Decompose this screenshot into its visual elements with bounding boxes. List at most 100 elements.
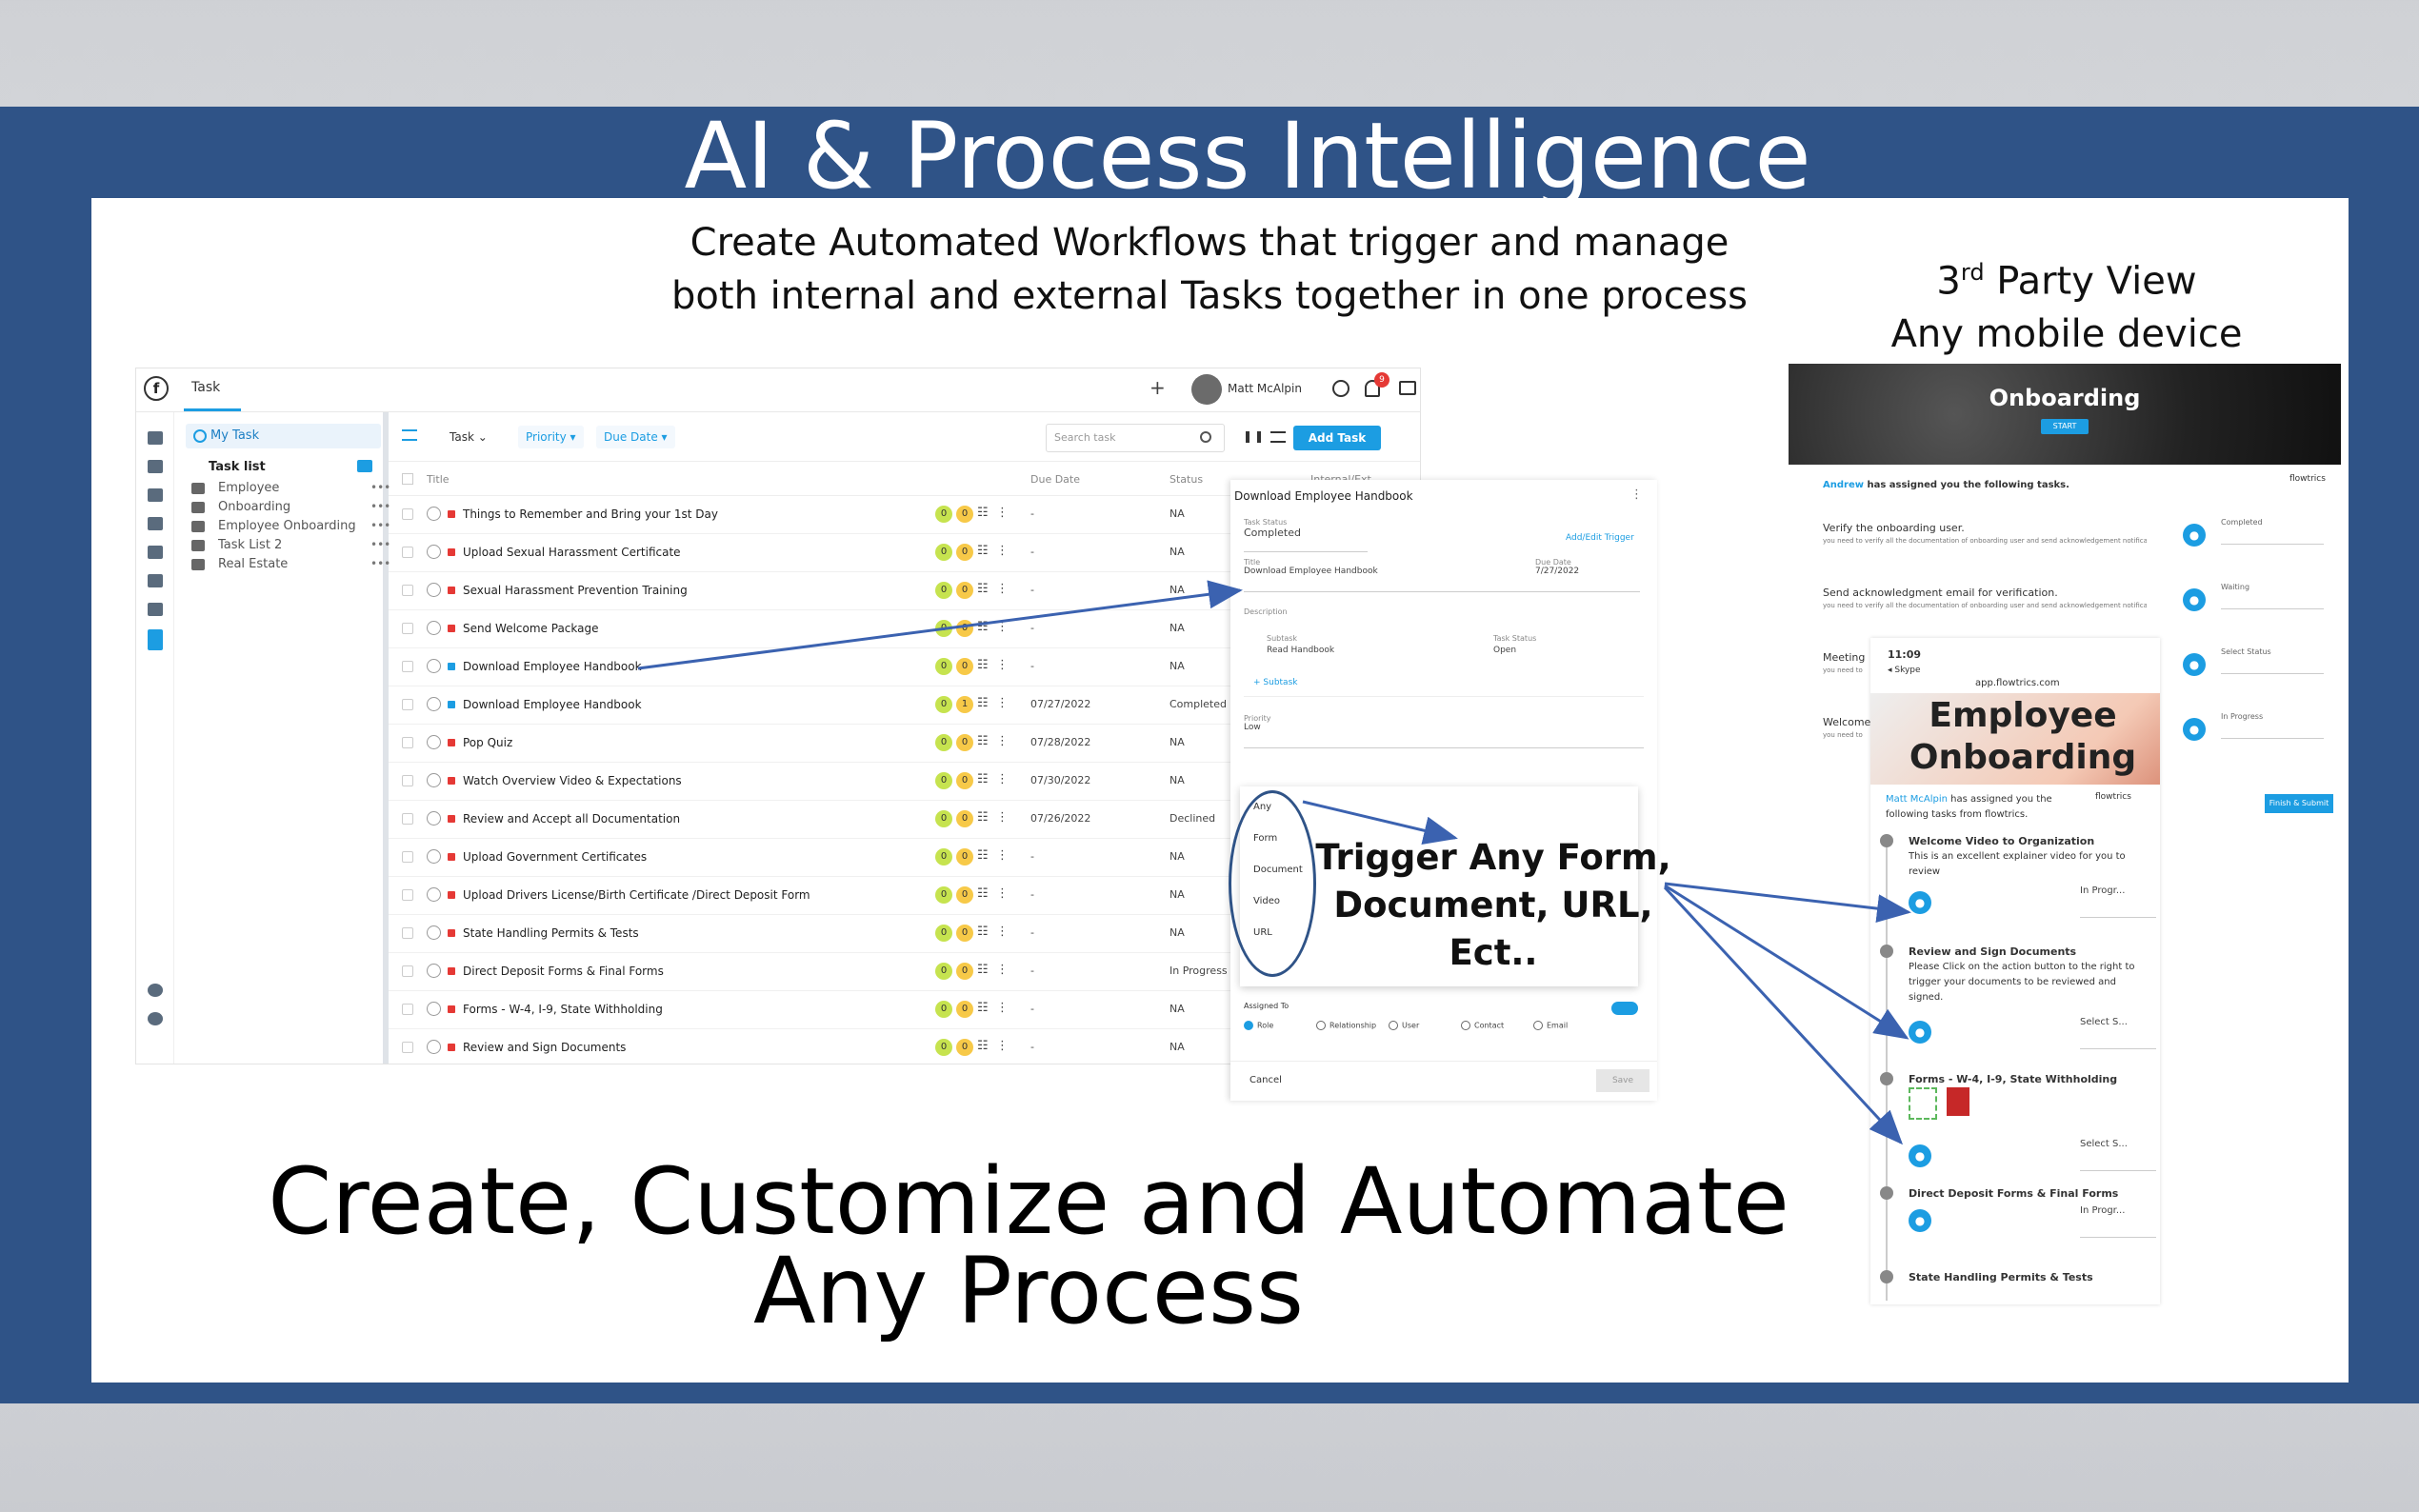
- action-circle-icon[interactable]: ●: [2183, 524, 2206, 547]
- row-checkbox[interactable]: [402, 585, 413, 596]
- title-field[interactable]: Title Download Employee Handbook: [1244, 558, 1539, 592]
- row-checkbox[interactable]: [402, 927, 413, 939]
- search-icon[interactable]: [1200, 431, 1211, 443]
- sidebar-item-list[interactable]: Real Estate: [218, 557, 289, 571]
- checklist-icon[interactable]: ☷: [977, 848, 989, 863]
- assigned-radio[interactable]: Contact: [1461, 1021, 1504, 1030]
- row-checkbox[interactable]: [402, 889, 413, 901]
- priority-filter[interactable]: Priority ▾: [518, 426, 584, 448]
- complete-circle-icon[interactable]: [427, 811, 441, 826]
- task-title[interactable]: Direct Deposit Forms & Final Forms: [463, 965, 664, 978]
- kebab-menu-icon[interactable]: ⋮: [996, 696, 1009, 710]
- status-select[interactable]: In Progress: [2221, 712, 2324, 739]
- row-checkbox[interactable]: [402, 851, 413, 863]
- checklist-icon[interactable]: ☷: [977, 963, 989, 977]
- due-date-filter[interactable]: Due Date ▾: [596, 426, 675, 448]
- kebab-menu-icon[interactable]: ⋮: [996, 963, 1009, 977]
- checklist-icon[interactable]: ☷: [977, 886, 989, 901]
- status-select[interactable]: Completed: [2221, 518, 2324, 545]
- kebab-menu-icon[interactable]: ⋮: [996, 772, 1009, 786]
- row-checkbox[interactable]: [402, 775, 413, 786]
- task-title[interactable]: Review and Accept all Documentation: [463, 812, 681, 826]
- add-task-button[interactable]: Add Task: [1293, 426, 1381, 450]
- document-icon[interactable]: [1909, 1087, 1937, 1120]
- action-circle-icon[interactable]: ●: [1909, 1209, 1931, 1232]
- checklist-icon[interactable]: ☷: [977, 1001, 989, 1015]
- table-row[interactable]: Things to Remember and Bring your 1st Da…: [389, 496, 1420, 534]
- kebab-menu-icon[interactable]: ⋮: [996, 544, 1009, 558]
- row-checkbox[interactable]: [402, 965, 413, 977]
- filter-lines-icon[interactable]: [402, 429, 417, 441]
- checklist-icon[interactable]: ☷: [977, 1039, 989, 1053]
- assigned-toggle[interactable]: [1611, 1002, 1638, 1015]
- assigned-radio[interactable]: User: [1389, 1021, 1419, 1030]
- task-title[interactable]: Upload Sexual Harassment Certificate: [463, 546, 681, 559]
- row-checkbox[interactable]: [402, 1004, 413, 1015]
- complete-circle-icon[interactable]: [427, 773, 441, 787]
- task-title[interactable]: Forms - W-4, I-9, State Withholding: [463, 1003, 663, 1016]
- url-bar[interactable]: app.flowtrics.com: [1975, 678, 2060, 688]
- tab-task[interactable]: Task: [191, 380, 221, 395]
- more-icon[interactable]: •••: [370, 481, 391, 494]
- pdf-icon[interactable]: [1947, 1087, 1969, 1116]
- save-button[interactable]: Save: [1596, 1069, 1649, 1092]
- checklist-icon[interactable]: ☷: [977, 658, 989, 672]
- kebab-menu-icon[interactable]: ⋮: [996, 1001, 1009, 1015]
- start-button[interactable]: START: [2041, 419, 2089, 434]
- column-status[interactable]: Status: [1170, 473, 1204, 486]
- sidebar-item-my-task[interactable]: My Task: [186, 424, 381, 448]
- status-select[interactable]: In Progr...: [2080, 1205, 2156, 1238]
- kebab-menu-icon[interactable]: ⋮: [996, 734, 1009, 748]
- avatar[interactable]: [1191, 374, 1222, 405]
- task-title[interactable]: Sexual Harassment Prevention Training: [463, 584, 688, 597]
- table-icon[interactable]: [148, 517, 163, 530]
- message-icon[interactable]: [148, 603, 163, 616]
- assigned-radio[interactable]: Role: [1244, 1021, 1273, 1030]
- add-folder-icon[interactable]: [357, 460, 372, 472]
- complete-circle-icon[interactable]: [427, 887, 441, 902]
- add-edit-trigger-link[interactable]: Add/Edit Trigger: [1566, 533, 1634, 543]
- complete-circle-icon[interactable]: [427, 507, 441, 521]
- task-title[interactable]: Download Employee Handbook: [463, 698, 642, 711]
- assigned-radio[interactable]: Email: [1533, 1021, 1568, 1030]
- row-checkbox[interactable]: [402, 508, 413, 520]
- complete-circle-icon[interactable]: [427, 849, 441, 864]
- kebab-menu-icon[interactable]: ⋮: [996, 886, 1009, 901]
- task-title[interactable]: Watch Overview Video & Expectations: [463, 774, 682, 787]
- more-icon[interactable]: •••: [370, 500, 391, 513]
- settings-gear-icon[interactable]: [148, 1012, 163, 1025]
- row-checkbox[interactable]: [402, 1042, 413, 1053]
- action-circle-icon[interactable]: ●: [1909, 891, 1931, 914]
- status-select[interactable]: Select S...: [2080, 1139, 2156, 1171]
- checklist-icon[interactable]: ☷: [977, 734, 989, 748]
- add-subtask-link[interactable]: + Subtask: [1253, 678, 1298, 687]
- checklist-icon[interactable]: ☷: [977, 772, 989, 786]
- complete-circle-icon[interactable]: [427, 697, 441, 711]
- task-title[interactable]: State Handling Permits & Tests: [463, 926, 639, 940]
- complete-circle-icon[interactable]: [427, 1040, 441, 1054]
- task-title[interactable]: Download Employee Handbook: [463, 660, 642, 673]
- sidebar-item-list[interactable]: Onboarding: [218, 500, 291, 514]
- row-checkbox[interactable]: [402, 547, 413, 558]
- kebab-menu-icon[interactable]: ⋮: [996, 925, 1009, 939]
- card-icon[interactable]: [148, 488, 163, 502]
- complete-circle-icon[interactable]: [427, 583, 441, 597]
- task-title[interactable]: Upload Government Certificates: [463, 850, 648, 864]
- row-checkbox[interactable]: [402, 623, 413, 634]
- complete-circle-icon[interactable]: [427, 964, 441, 978]
- action-circle-icon[interactable]: ●: [1909, 1021, 1931, 1044]
- status-select[interactable]: Waiting: [2221, 583, 2324, 609]
- back-link[interactable]: ◂ Skype: [1888, 666, 1921, 675]
- row-checkbox[interactable]: [402, 661, 413, 672]
- kebab-menu-icon[interactable]: ⋮: [996, 620, 1009, 634]
- status-select[interactable]: In Progr...: [2080, 885, 2156, 918]
- chat-icon[interactable]: [1399, 381, 1416, 395]
- group-dropdown[interactable]: Task ⌄: [450, 430, 488, 444]
- status-select[interactable]: Select Status: [2221, 647, 2324, 674]
- plus-icon[interactable]: +: [1150, 376, 1166, 399]
- checklist-icon[interactable]: ☷: [977, 810, 989, 825]
- task-icon[interactable]: [148, 629, 163, 650]
- complete-circle-icon[interactable]: [427, 925, 441, 940]
- more-icon[interactable]: •••: [370, 519, 391, 532]
